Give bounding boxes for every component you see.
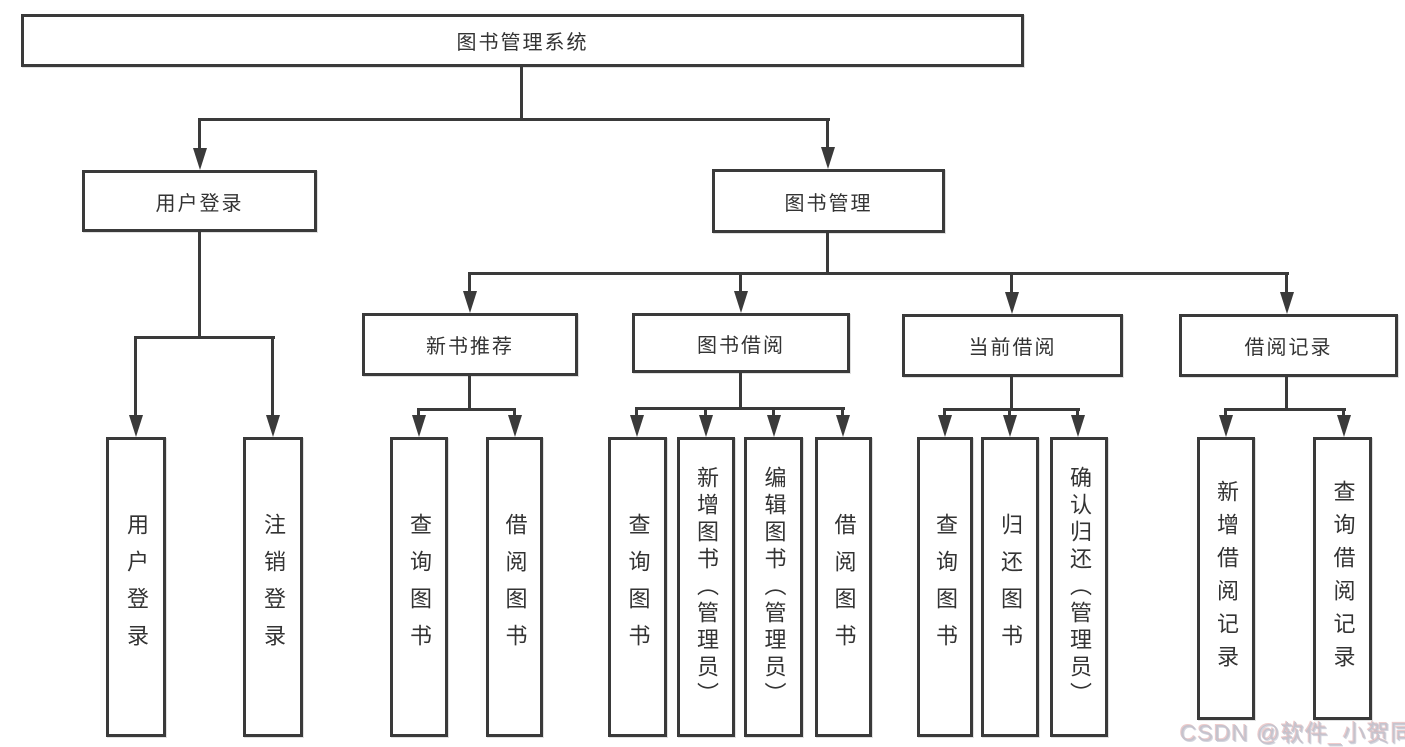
connector-drop-book-management (826, 118, 829, 149)
arrowhead-current-return (1003, 415, 1017, 437)
connector-user-login-crossbar (134, 336, 275, 339)
connector-current-crossbar (943, 408, 1080, 411)
arrowhead-new-book-recommend (463, 291, 477, 313)
connector-drop-current-confirm (1076, 408, 1079, 418)
node-borrowing-records: 借阅记录 (1179, 314, 1398, 377)
leaf-borrow-borrow-books: 借阅图书 (815, 437, 872, 737)
node-new-book-recommend: 新书推荐 (362, 313, 578, 376)
leaf-records-add-record: 新增借阅记录 (1197, 437, 1255, 720)
connector-drop-book-borrowing (739, 272, 742, 294)
connector-records-crossbar (1224, 408, 1346, 411)
node-library-management-system: 图书管理系统 (21, 14, 1024, 67)
arrowhead-records-add (1219, 415, 1233, 437)
leaf-borrow-edit-books-admin: 编辑图书（管理员） (744, 437, 803, 737)
leaf-user-login: 用户登录 (106, 437, 166, 737)
connector-current-stem (1010, 377, 1013, 411)
node-book-management: 图书管理 (712, 169, 945, 233)
arrowhead-borrow-add (699, 415, 713, 437)
connector-user-login-stem (198, 232, 201, 338)
node-user-login: 用户登录 (82, 170, 317, 232)
connector-drop-user-login (198, 118, 201, 150)
connector-drop-records-add (1224, 408, 1227, 418)
leaf-current-query-books: 查询图书 (917, 437, 973, 737)
leaf-logout: 注销登录 (243, 437, 303, 737)
connector-drop-borrow-borrow (841, 407, 844, 418)
leaf-newrec-query-books: 查询图书 (390, 437, 448, 737)
connector-drop-newrec-borrow (513, 408, 516, 418)
leaf-newrec-borrow-books: 借阅图书 (486, 437, 543, 737)
arrowhead-user-login (193, 148, 207, 170)
connector-newrec-stem (468, 376, 471, 410)
connector-book-management-crossbar (468, 272, 1289, 275)
arrowhead-leaf-logout (266, 415, 280, 437)
arrowhead-borrowing-records (1280, 292, 1294, 314)
connector-drop-borrow-edit (772, 407, 775, 418)
leaf-borrow-add-books-admin: 新增图书（管理员） (677, 437, 735, 737)
leaf-records-query-record: 查询借阅记录 (1313, 437, 1372, 720)
node-current-borrowing: 当前借阅 (902, 314, 1123, 377)
connector-drop-borrow-add (704, 407, 707, 418)
connector-drop-records-query (1342, 408, 1345, 418)
connector-drop-current-borrowing (1010, 272, 1013, 294)
connector-drop-current-return (1008, 408, 1011, 418)
connector-drop-leaf-logout (271, 336, 274, 418)
connector-records-stem (1285, 377, 1288, 411)
connector-root-stem (520, 67, 523, 118)
arrowhead-current-confirm (1071, 415, 1085, 437)
arrowhead-records-query (1337, 415, 1351, 437)
arrowhead-book-management (821, 147, 835, 169)
connector-drop-newrec-query (417, 408, 420, 418)
arrowhead-borrow-query (630, 415, 644, 437)
connector-root-crossbar (198, 118, 830, 121)
leaf-current-confirm-return-admin: 确认归还（管理员） (1050, 437, 1108, 737)
node-book-borrowing: 图书借阅 (632, 313, 850, 373)
arrowhead-current-query (938, 415, 952, 437)
arrowhead-leaf-user-login (129, 415, 143, 437)
connector-drop-borrowing-records (1285, 272, 1288, 294)
connector-drop-current-query (943, 408, 946, 418)
connector-newrec-crossbar (417, 408, 516, 411)
arrowhead-current-borrowing (1005, 292, 1019, 314)
arrowhead-borrow-borrow (836, 415, 850, 437)
connector-drop-new-book-recommend (468, 272, 471, 294)
connector-borrow-crossbar (635, 407, 845, 410)
arrowhead-newrec-borrow (508, 415, 522, 437)
arrowhead-newrec-query (412, 415, 426, 437)
arrowhead-book-borrowing (734, 291, 748, 313)
connector-drop-leaf-user-login (134, 336, 137, 418)
leaf-borrow-query-books: 查询图书 (608, 437, 667, 737)
connector-borrow-stem (739, 373, 742, 410)
arrowhead-borrow-edit (767, 415, 781, 437)
leaf-current-return-books: 归还图书 (981, 437, 1039, 737)
connector-drop-borrow-query (635, 407, 638, 418)
connector-book-management-stem (826, 233, 829, 274)
csdn-watermark: CSDN @软件_小贺同学 (1180, 720, 1405, 746)
